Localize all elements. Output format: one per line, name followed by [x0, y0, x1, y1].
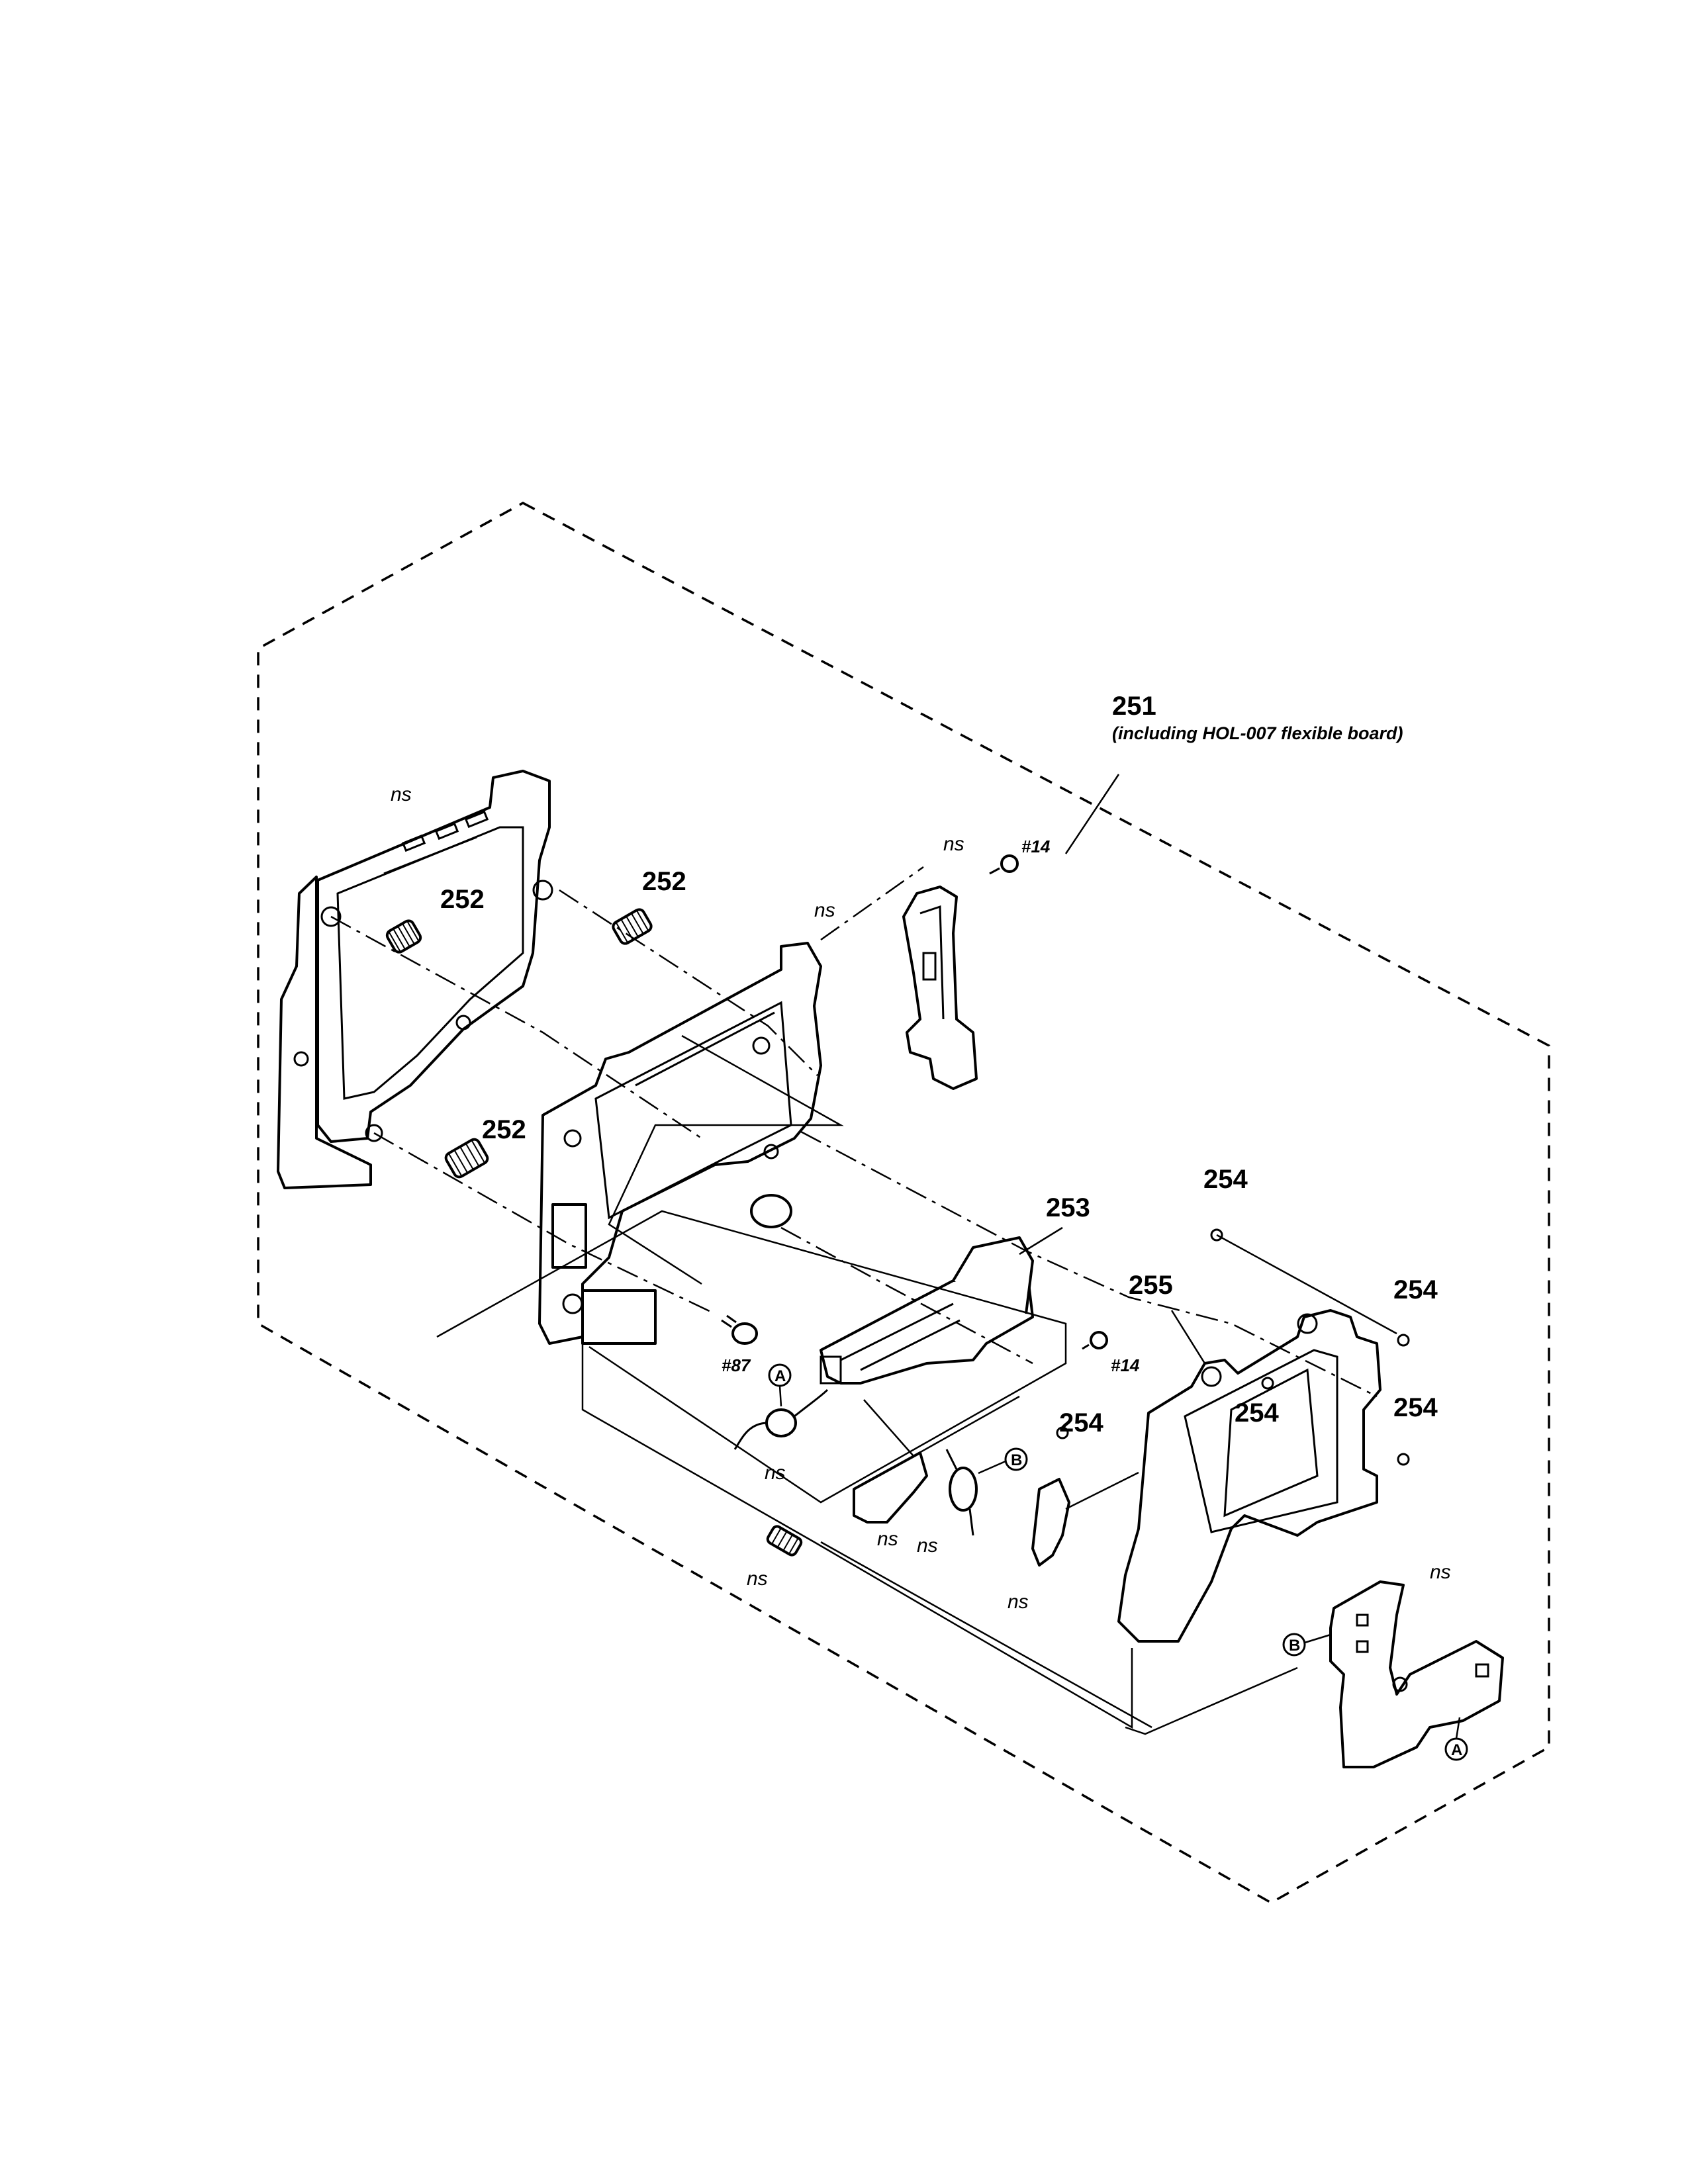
- label-254-top: 254: [1203, 1165, 1248, 1194]
- assembly-line-5: [800, 1130, 1378, 1398]
- washer-254-right-upper: [1397, 1334, 1410, 1347]
- label-254-left: 254: [1059, 1408, 1103, 1437]
- spring-252-upper-right: [612, 908, 653, 945]
- label-screw-14-upper: #14: [1021, 837, 1051, 856]
- bracket-upper-right: [902, 886, 978, 1090]
- slide-unit-253: [820, 1236, 1034, 1385]
- label-ns-spring-c: ns: [747, 1568, 768, 1590]
- washer-254-center: [1261, 1377, 1274, 1390]
- rear-frame-left: [277, 770, 553, 1189]
- leader-253: [1019, 1226, 1063, 1255]
- washer-254-left: [1056, 1426, 1069, 1439]
- assembly-251-boundary: [257, 502, 1550, 1905]
- screw-87: [721, 1314, 758, 1345]
- assembly-line-3: [373, 1132, 716, 1315]
- assembly-note: (including HOL-007 flexible board): [1112, 723, 1403, 743]
- label-254-right-upper: 254: [1393, 1275, 1438, 1304]
- spring-ns-c: [766, 1525, 803, 1557]
- bracket-lower-right: [1329, 1580, 1504, 1768]
- label-253: 253: [1046, 1193, 1090, 1222]
- leader-255: [1170, 1310, 1206, 1364]
- spring-252-lower: [444, 1138, 489, 1179]
- frame-255: [1117, 1309, 1382, 1643]
- ref-a-upper: A: [768, 1363, 792, 1407]
- label-252-left: 252: [440, 885, 485, 914]
- leader-251: [1064, 774, 1120, 854]
- leader-lower-box: [436, 1210, 1067, 1504]
- screw-14-upper: [989, 854, 1019, 875]
- leader-bottom-outline: [581, 1343, 1298, 1735]
- label-ns-spring-b: ns: [917, 1535, 938, 1557]
- label-ns-spring-a: ns: [765, 1462, 786, 1484]
- ref-b-center-text: B: [1011, 1451, 1022, 1469]
- bracket-ns-small-2: [1031, 1478, 1070, 1567]
- ref-b-lower-text: B: [1289, 1637, 1300, 1655]
- screw-14-lower: [1082, 1331, 1108, 1350]
- spring-ns-b: [945, 1449, 978, 1536]
- assembly-line-1: [330, 915, 702, 1140]
- label-ns-center-frame: ns: [814, 899, 835, 921]
- assembly-line-6: [780, 1226, 1033, 1365]
- label-ns-upper-bracket: ns: [943, 833, 964, 855]
- label-screw-87: #87: [722, 1355, 751, 1375]
- assembly-line-4: [820, 866, 924, 941]
- ref-b-lower: B: [1282, 1633, 1331, 1657]
- label-254-right-lower: 254: [1393, 1393, 1438, 1422]
- leader-frame-top: [608, 1034, 844, 1285]
- ref-b-center: B: [978, 1447, 1028, 1475]
- leader-254-a: [1216, 1234, 1397, 1335]
- spring-252-upper-left: [385, 919, 422, 954]
- assembly-number: 251: [1112, 692, 1156, 721]
- main-frame-center: [538, 942, 822, 1345]
- washer-254-right-lower: [1397, 1453, 1410, 1466]
- leader-frame-extra: [863, 1395, 1139, 1510]
- label-ns-lower-bracket: ns: [1430, 1561, 1451, 1583]
- label-255: 255: [1129, 1271, 1173, 1300]
- ref-a-lower: A: [1444, 1717, 1468, 1761]
- assembly-line-2: [559, 889, 818, 1076]
- ref-a-lower-text: A: [1451, 1741, 1462, 1759]
- label-ns-bracket-1: ns: [877, 1528, 898, 1550]
- label-252-lower: 252: [482, 1115, 526, 1144]
- label-ns-left-frame: ns: [391, 784, 412, 805]
- label-ns-bracket-2: ns: [1008, 1591, 1029, 1613]
- bracket-ns-small-1: [853, 1451, 928, 1524]
- label-screw-14-lower: #14: [1111, 1355, 1140, 1375]
- label-252-right: 252: [642, 867, 686, 896]
- ref-a-upper-text: A: [774, 1367, 786, 1385]
- label-254-center: 254: [1235, 1398, 1279, 1428]
